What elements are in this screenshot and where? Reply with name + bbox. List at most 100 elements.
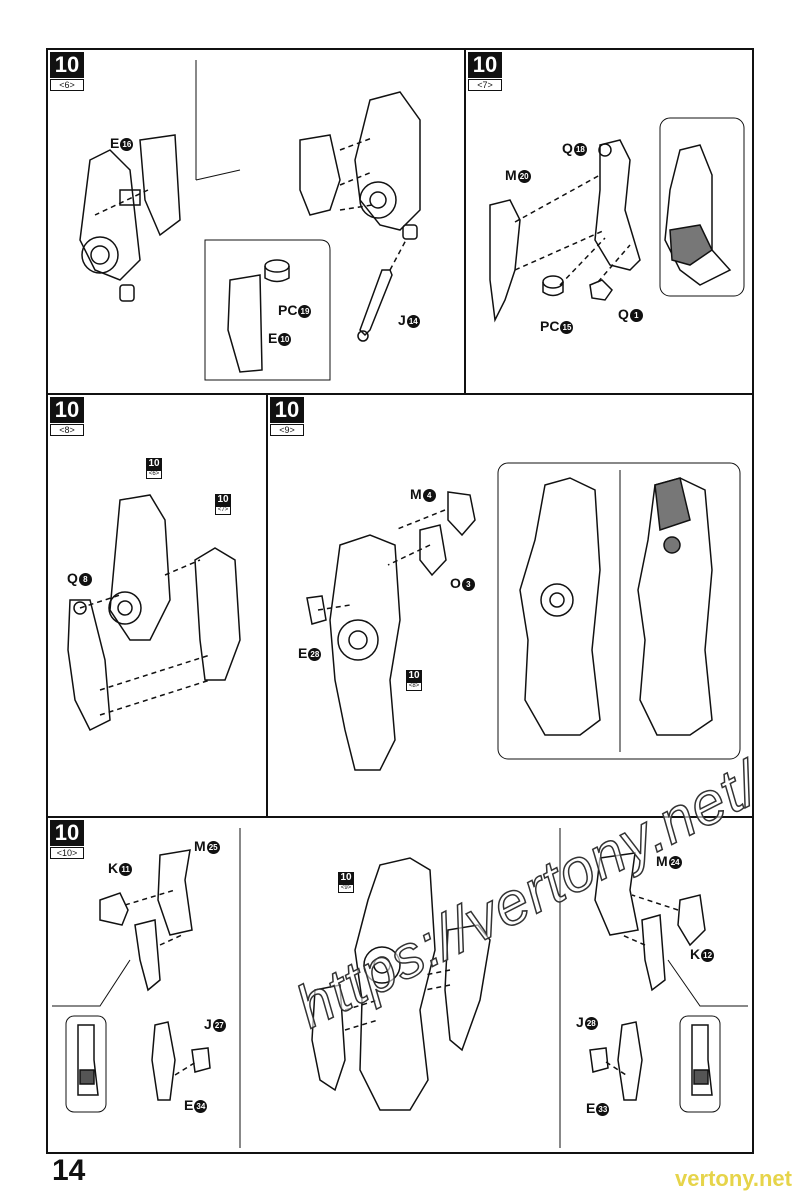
- part-letter: PC: [540, 318, 560, 334]
- step-number: 10: [50, 52, 84, 78]
- part-number: 12: [701, 948, 715, 962]
- part-number: 14: [406, 314, 420, 328]
- step-number: 10: [270, 397, 304, 423]
- part-number: 34: [194, 1099, 208, 1113]
- part-number: 24: [668, 855, 682, 869]
- leg-assembly-9-drawing: [306, 491, 476, 771]
- part-letter: Q: [618, 306, 629, 322]
- part-number: 28: [308, 647, 322, 661]
- step-substep: <8>: [50, 424, 84, 436]
- part-number: 1: [629, 308, 643, 322]
- part-number: 11: [119, 862, 133, 876]
- part-number: 18: [573, 142, 587, 156]
- step-number: 10: [468, 52, 502, 78]
- ref-step-10-8: 10 <8>: [406, 670, 422, 691]
- ref-step-number: 10: [215, 494, 231, 506]
- step-header-10-8: 10 <8>: [50, 397, 84, 436]
- part-letter: E: [298, 645, 308, 661]
- part-letter: M: [505, 167, 517, 183]
- part-letter: O: [450, 575, 461, 591]
- part-number: 19: [298, 304, 312, 318]
- leg-assembly-8-drawing: [67, 494, 241, 732]
- panel-step-10-7: [464, 48, 754, 395]
- armor-j28-e33-drawing: [589, 1021, 643, 1101]
- ref-step-number: 10: [338, 872, 354, 884]
- part-number: 10: [278, 332, 292, 346]
- step-substep: <7>: [468, 79, 502, 91]
- full-leg-center-drawing: [311, 857, 491, 1111]
- panel-step-10-6: [46, 48, 466, 395]
- step-header-10-10: 10 <10>: [50, 820, 84, 859]
- step-number: 10: [50, 397, 84, 423]
- part-number: 15: [560, 320, 574, 334]
- ankle-inset-left-drawing: [77, 1024, 99, 1096]
- ref-step-10-7: 10 <7>: [215, 494, 231, 515]
- ref-step-10-9: 10 <9>: [338, 872, 354, 893]
- part-letter: M: [410, 486, 422, 502]
- part-number: 27: [212, 1018, 226, 1032]
- part-letter: K: [108, 860, 119, 876]
- leg-inset-drawing: [519, 477, 713, 736]
- part-number: 20: [517, 169, 531, 183]
- ref-step-number: 10: [146, 458, 162, 470]
- part-number: 25: [206, 840, 220, 854]
- part-letter: J: [204, 1016, 212, 1032]
- part-letter: PC: [278, 302, 298, 318]
- part-letter: M: [194, 838, 206, 854]
- part-letter: J: [576, 1014, 584, 1030]
- part-number: 33: [596, 1102, 610, 1116]
- ref-step-substep: <6>: [146, 470, 162, 479]
- knee-armor-left-drawing: [99, 849, 193, 992]
- part-letter: J: [398, 312, 406, 328]
- part-letter: Q: [562, 140, 573, 156]
- ankle-inset-right-drawing: [691, 1024, 713, 1096]
- part-number: 8: [78, 572, 92, 586]
- brand-watermark: vertony.net: [675, 1166, 792, 1191]
- part-letter: E: [184, 1097, 194, 1113]
- part-letter: E: [110, 135, 120, 151]
- step-substep: <9>: [270, 424, 304, 436]
- assembly-guide-lines: [79, 137, 679, 1076]
- part-letter: E: [586, 1100, 596, 1116]
- ref-step-number: 10: [406, 670, 422, 682]
- part-letter: K: [690, 946, 701, 962]
- ref-step-substep: <7>: [215, 506, 231, 515]
- part-number: 3: [461, 577, 475, 591]
- ref-step-substep: <9>: [338, 884, 354, 893]
- ref-step-10-6: 10 <6>: [146, 458, 162, 479]
- ref-step-substep: <8>: [406, 682, 422, 691]
- part-number: 28: [584, 1016, 598, 1030]
- step-header-10-7: 10 <7>: [468, 52, 502, 91]
- knee-armor-right-drawing: [594, 852, 706, 992]
- step-header-10-6: 10 <6>: [50, 52, 84, 91]
- frame-inset-drawing: [664, 144, 732, 286]
- part-letter: M: [656, 853, 668, 869]
- part-number: 16: [120, 137, 134, 151]
- armor-j27-e34-drawing: [151, 1021, 211, 1101]
- step-header-10-9: 10 <9>: [270, 397, 304, 436]
- step-substep: <6>: [50, 79, 84, 91]
- part-number: 4: [422, 488, 436, 502]
- upper-leg-assembly-drawing: [227, 91, 421, 373]
